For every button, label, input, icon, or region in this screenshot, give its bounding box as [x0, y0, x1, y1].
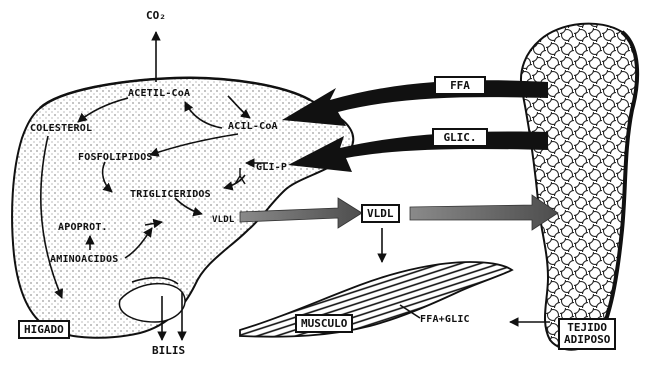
label-aminoacidos: AMINOACIDOS	[50, 255, 118, 265]
tejido-line2: ADIPOSO	[564, 334, 610, 346]
box-tejido-adiposo: TEJIDO ADIPOSO	[558, 318, 616, 350]
label-fosfolipidos: FOSFOLIPIDOS	[78, 153, 153, 163]
box-ffa: FFA	[434, 76, 486, 95]
label-vldl-small: VLDL	[212, 216, 234, 225]
muscle-shape	[240, 262, 512, 337]
arrow-ffa	[282, 80, 548, 126]
adipose-tissue-shape	[521, 24, 637, 350]
box-glic: GLIC.	[432, 128, 488, 147]
label-acetil-coa: ACETIL-CoA	[128, 89, 190, 99]
label-colesterol: COLESTEROL	[30, 124, 92, 134]
label-trigliceridos: TRIGLICERIDOS	[130, 190, 211, 200]
box-higado: HIGADO	[18, 320, 70, 339]
label-acil-coa: ACIL-CoA	[228, 122, 278, 132]
label-bilis: BILIS	[152, 345, 185, 356]
label-apoprot: APOPROT.	[58, 223, 108, 233]
label-ffa-glic: FFA+GLIC	[420, 315, 470, 325]
box-vldl: VLDL	[361, 204, 400, 223]
label-co2: CO₂	[146, 10, 166, 21]
box-musculo: MUSCULO	[295, 314, 353, 333]
label-gli-p: GLI-P	[256, 163, 287, 173]
